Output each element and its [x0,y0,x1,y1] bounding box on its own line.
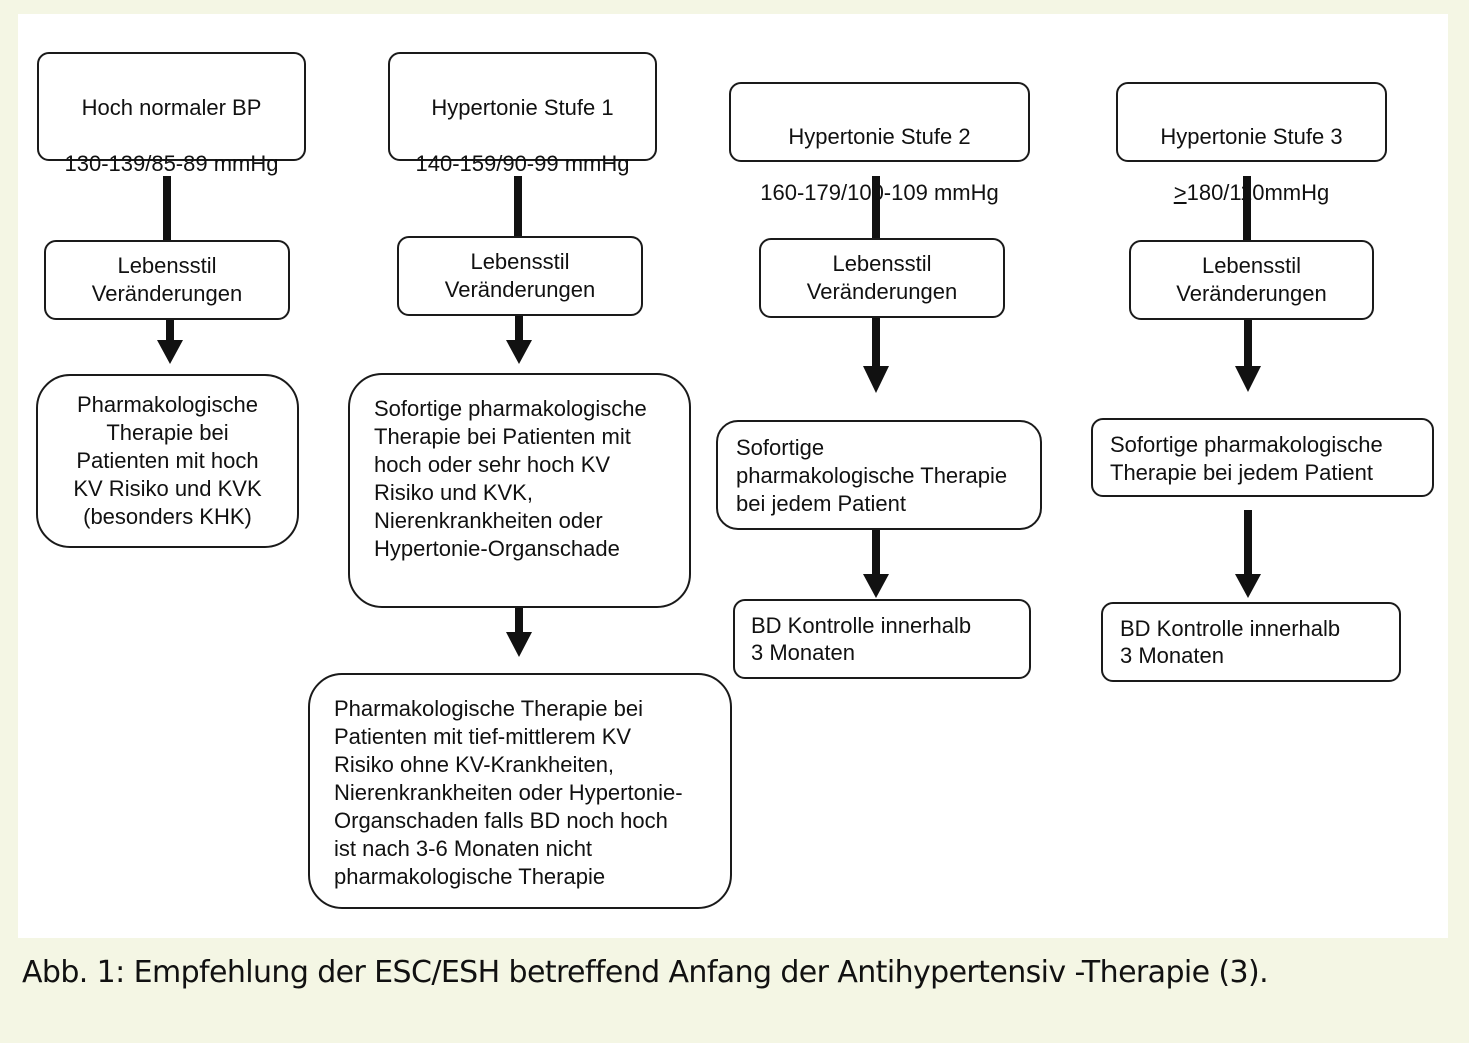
therapy-box: Sofortige pharmakologische Therapie bei … [1091,418,1434,497]
stage-name: Hypertonie Stufe 2 [788,124,971,149]
therapy-box: Pharmakologische Therapie bei Patienten … [36,374,299,548]
lifestyle-box: Lebensstil Veränderungen [44,240,290,320]
stage-name: Hypertonie Stufe 1 [431,95,614,120]
stage-box-grade-1: Hypertonie Stufe 1 140-159/90-99 mmHg [388,52,657,176]
therapy-box: Sofortige pharmakologische Therapie bei … [348,373,691,608]
therapy-box: Sofortige pharmakologische Therapie bei … [716,420,1042,530]
stage-name: Hypertonie Stufe 3 [1160,124,1343,149]
stage-box-grade-2: Hypertonie Stufe 2 160-179/100-109 mmHg [729,82,1030,205]
stage-range-line: >180/110mmHg [1118,179,1385,207]
followup-box: BD Kontrolle innerhalb 3 Monaten [1101,602,1401,682]
stage-range: 140-159/90-99 mmHg [415,151,630,176]
stage-range: 180/110mmHg [1186,180,1330,205]
stage-name: Hoch normaler BP [81,95,262,120]
figure-caption: Abb. 1: Empfehlung der ESC/ESH betreffen… [22,955,1269,990]
stage-box-high-normal: Hoch normaler BP 130-139/85-89 mmHg [37,52,306,176]
followup-therapy-box: Pharmakologische Therapie bei Patienten … [308,673,732,909]
greater-equal-sign: > [1173,180,1187,205]
followup-box: BD Kontrolle innerhalb 3 Monaten [733,599,1031,679]
stage-box-grade-3: Hypertonie Stufe 3 >180/110mmHg [1116,82,1387,205]
lifestyle-box: Lebensstil Veränderungen [759,238,1005,318]
stage-range: 130-139/85-89 mmHg [64,151,279,176]
stage-range: 160-179/100-109 mmHg [760,180,999,205]
lifestyle-box: Lebensstil Veränderungen [1129,240,1374,320]
lifestyle-box: Lebensstil Veränderungen [397,236,643,316]
